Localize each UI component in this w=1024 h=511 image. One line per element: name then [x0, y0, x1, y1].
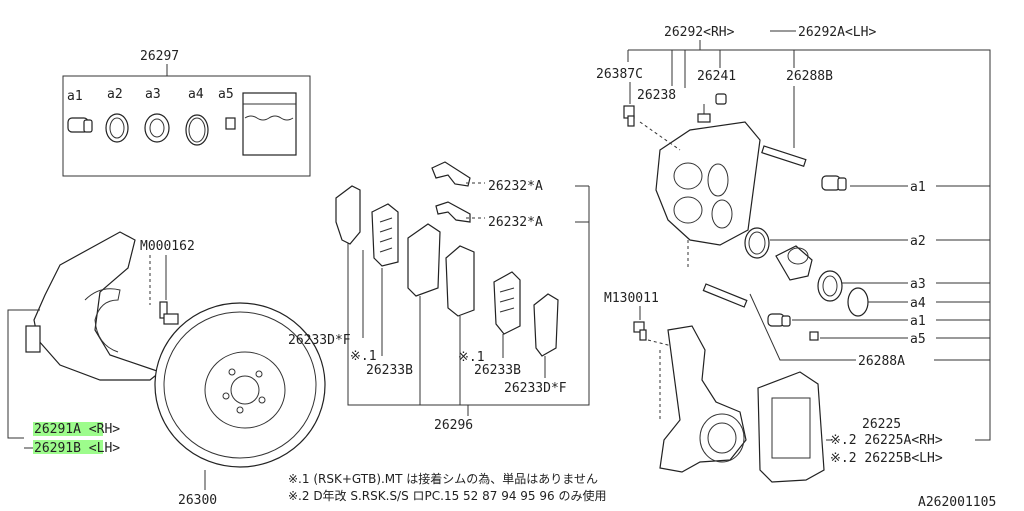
- label-m000162[interactable]: M000162: [140, 239, 195, 254]
- seal-kit-group: 26297 a1 a2 a3 a4 a5: [62, 49, 311, 177]
- bleeder-cap: [715, 93, 727, 105]
- dust-cover-group: M000162 26291A <RH> 26291B <LH>: [7, 231, 195, 456]
- kit-cap: [225, 117, 236, 130]
- label-a1-upper[interactable]: a1: [910, 180, 926, 195]
- label-26233df-right[interactable]: 26233D*F: [504, 381, 567, 396]
- piston: [775, 245, 813, 281]
- pad-clip-lower: [435, 201, 471, 223]
- label-note1-left[interactable]: ※.1: [350, 349, 377, 364]
- label-a5[interactable]: a5: [910, 332, 926, 347]
- boot-ring: [847, 287, 869, 317]
- pad-outer: [445, 245, 475, 317]
- brake-rotor: [154, 302, 326, 468]
- dust-cover: [33, 231, 162, 381]
- label-26288b[interactable]: 26288B: [786, 69, 833, 84]
- label-a2[interactable]: a2: [910, 234, 926, 249]
- label-kit-a3[interactable]: a3: [145, 87, 161, 102]
- note-line-2: ※.2 D年改 S.RSK.S/S ロPC.15 52 87 94 95 96 …: [288, 488, 606, 503]
- pads-group: 26232*A 26232*A 26233D*F ※.1 26233B ※.1 …: [288, 161, 590, 433]
- label-26387c[interactable]: 26387C: [596, 67, 643, 82]
- shim-left: [371, 203, 399, 267]
- bolt-26387c: [623, 105, 635, 127]
- seal-kit-box: [62, 75, 311, 177]
- label-26291b-lh[interactable]: 26291B <LH>: [34, 441, 120, 456]
- label-kit-a1[interactable]: a1: [67, 89, 83, 104]
- dust-cover-tab: [25, 325, 41, 353]
- kit-boot-part: [67, 117, 93, 133]
- label-26233df-left[interactable]: 26233D*F: [288, 333, 351, 348]
- label-a4[interactable]: a4: [910, 296, 926, 311]
- label-26291a-rh[interactable]: 26291A <RH>: [34, 422, 120, 437]
- note-line-1: ※.1 (RSK+GTB).MT は接着シムの為、単品はありません: [288, 471, 598, 486]
- shim-right: [493, 271, 521, 335]
- piston-boot: [817, 270, 843, 302]
- label-kit-a2[interactable]: a2: [107, 87, 123, 102]
- label-26233b-left[interactable]: 26233B: [366, 363, 413, 378]
- pin-boot-lower: [767, 313, 791, 327]
- caliper-support: [757, 371, 825, 483]
- label-m130011[interactable]: M130011: [604, 291, 659, 306]
- label-26225a-rh[interactable]: ※.2 26225A<RH>: [830, 433, 943, 448]
- guide-pin-26288b: [761, 145, 807, 168]
- m130011-bolt: [633, 321, 647, 341]
- guide-pin-26288a: [702, 283, 748, 308]
- shim-outer-left: [335, 185, 361, 245]
- rotor-group: 26300: [154, 302, 326, 508]
- pin-boot-upper: [821, 175, 847, 191]
- label-26288a[interactable]: 26288A: [858, 354, 905, 369]
- label-26232a-lower[interactable]: 26232*A: [488, 215, 543, 230]
- label-26297[interactable]: 26297: [140, 49, 179, 64]
- grease-packet: [242, 92, 297, 156]
- figure-code: A262001105: [918, 495, 996, 510]
- label-a3[interactable]: a3: [910, 277, 926, 292]
- kit-ring: [185, 114, 209, 146]
- m000162-bolt: [159, 301, 179, 325]
- label-26300[interactable]: 26300: [178, 493, 217, 508]
- label-note1-mid[interactable]: ※.1: [458, 350, 485, 365]
- label-a1-lower[interactable]: a1: [910, 314, 926, 329]
- caliper-group: 26292<RH> 26292A<LH> 26387C 26241 26238 …: [596, 25, 991, 483]
- label-26292-rh[interactable]: 26292<RH>: [664, 25, 735, 40]
- pad-clip-upper: [431, 161, 471, 187]
- pin-cap: [809, 331, 819, 341]
- label-26292a-lh[interactable]: 26292A<LH>: [798, 25, 876, 40]
- pad-inner: [407, 223, 441, 297]
- label-26238[interactable]: 26238: [637, 88, 676, 103]
- label-26233b-mid[interactable]: 26233B: [474, 363, 521, 378]
- label-26225[interactable]: 26225: [862, 417, 901, 432]
- label-26241[interactable]: 26241: [697, 69, 736, 84]
- bleeder-screw: [697, 113, 711, 123]
- label-26232a-upper[interactable]: 26232*A: [488, 179, 543, 194]
- label-kit-a4[interactable]: a4: [188, 87, 204, 102]
- label-26225b-lh[interactable]: ※.2 26225B<LH>: [830, 451, 943, 466]
- label-26296[interactable]: 26296: [434, 418, 473, 433]
- label-kit-a5[interactable]: a5: [218, 87, 234, 102]
- shim-outer-right: [533, 293, 559, 357]
- kit-piston-boot: [144, 113, 170, 143]
